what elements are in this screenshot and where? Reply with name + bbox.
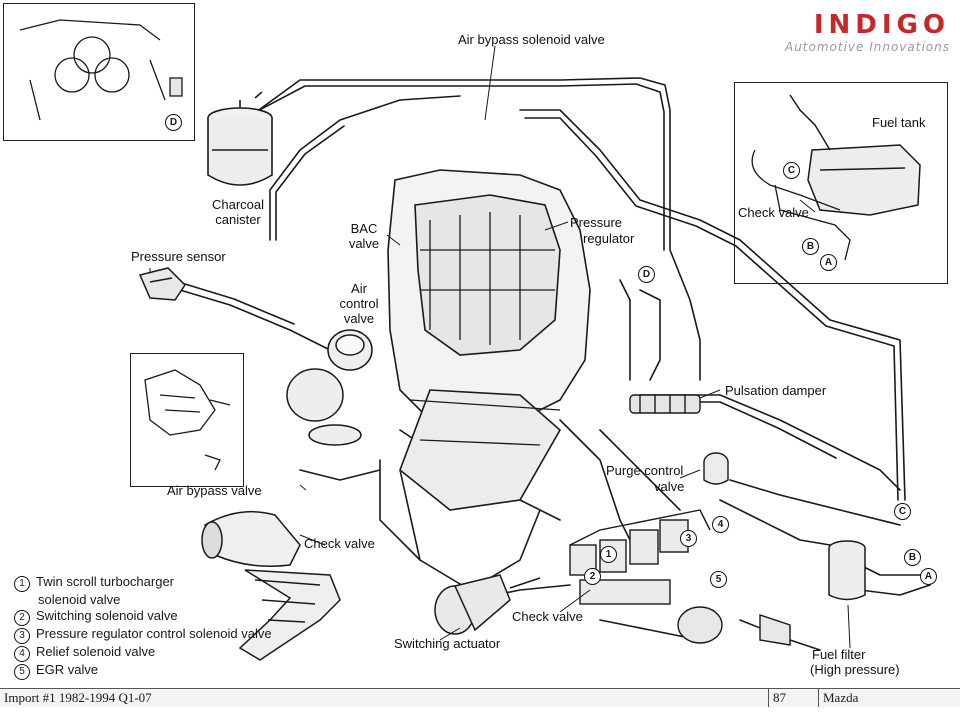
label-purge-control-valve-line2: valve xyxy=(654,479,685,494)
marker-b: B xyxy=(904,549,921,566)
label-air-bypass-solenoid-valve: Air bypass solenoid valve xyxy=(458,32,605,47)
footer-make: Mazda xyxy=(818,689,960,707)
leader-line xyxy=(439,627,461,641)
page-footer: Import #1 1982-1994 Q1-07 87 Mazda xyxy=(0,688,960,707)
brand-tagline: Automotive Innovations xyxy=(784,40,950,54)
marker-a-inset: A xyxy=(820,254,837,271)
inset-sensor-bracket-view xyxy=(130,353,244,487)
label-pulsation-damper: Pulsation damper xyxy=(725,383,827,398)
hose-line xyxy=(179,289,331,351)
regulator-part xyxy=(677,606,791,646)
leader-line xyxy=(299,534,326,546)
label-check-valve-bottom: Check valve xyxy=(512,609,583,624)
hose-line xyxy=(249,83,665,251)
hose-line xyxy=(859,584,931,596)
marker-d-inset: D xyxy=(165,114,182,131)
hose-line xyxy=(599,429,681,511)
solenoid-cluster xyxy=(569,509,711,605)
marker-a: A xyxy=(920,568,937,585)
label-check-valve-left: Check valve xyxy=(304,536,375,551)
hose-line xyxy=(184,283,295,325)
label-purge-control-valve-line1: Purge control xyxy=(606,463,684,478)
hose-line xyxy=(559,419,641,561)
vacuum-hose-diagram xyxy=(19,19,931,661)
inset-engine-bay-view xyxy=(3,3,195,141)
label-fuel-filter-line1: Fuel filter xyxy=(812,647,866,662)
footer-page-number: 87 xyxy=(768,689,819,707)
legend-item-continued: solenoid valve xyxy=(38,592,121,607)
leader-line xyxy=(699,389,721,399)
hose-line xyxy=(719,499,831,546)
leader-line xyxy=(559,589,591,613)
label-bac-valve-line2: valve xyxy=(348,236,380,251)
hose-line xyxy=(244,77,701,381)
leader-line xyxy=(847,604,851,649)
hose-line xyxy=(729,479,901,526)
leader-line xyxy=(386,234,401,246)
label-bac-valve-line1: BAC xyxy=(350,221,378,236)
leader-line xyxy=(299,484,307,491)
hose-line xyxy=(524,117,899,501)
label-charcoal-canister-line2: canister xyxy=(215,212,261,227)
label-fuel-tank: Fuel tank xyxy=(872,115,926,130)
marker-d: D xyxy=(638,266,655,283)
label-check-valve-tank: Check valve xyxy=(738,205,809,220)
air-control-valve xyxy=(286,329,373,446)
marker-3: 3 xyxy=(680,530,697,547)
marker-5: 5 xyxy=(710,571,727,588)
leader-line xyxy=(679,469,701,479)
engine-block xyxy=(387,169,591,591)
pulsation-damper-part xyxy=(629,394,701,414)
marker-1: 1 xyxy=(600,546,617,563)
inset-fuel-tank-view xyxy=(734,82,948,284)
intake-ducts xyxy=(201,510,341,661)
hose-line xyxy=(639,289,661,381)
brand-logo: INDIGO Automotive Innovations xyxy=(785,12,950,54)
leader-line xyxy=(544,221,569,231)
hose-line xyxy=(619,279,631,381)
marker-4: 4 xyxy=(712,516,729,533)
label-switching-actuator: Switching actuator xyxy=(394,636,501,651)
footer-source: Import #1 1982-1994 Q1-07 xyxy=(4,690,152,705)
marker-2: 2 xyxy=(584,568,601,585)
marker-c-inset: C xyxy=(783,162,800,179)
label-air-bypass-valve: Air bypass valve xyxy=(167,483,262,498)
hose-line xyxy=(269,95,461,241)
fuel-tank-part xyxy=(789,94,921,216)
label-pressure-sensor: Pressure sensor xyxy=(131,249,226,264)
hose-line xyxy=(519,109,906,501)
label-fuel-filter-line2: (High pressure) xyxy=(810,662,900,677)
label-pressure-regulator-line2: regulator xyxy=(583,231,635,246)
marker-b-inset: B xyxy=(802,238,819,255)
leader-line xyxy=(799,199,816,213)
hose-line xyxy=(275,125,345,241)
leader-line xyxy=(484,45,496,121)
label-air-control-valve-line3: valve xyxy=(343,311,375,326)
switching-actuator-part xyxy=(434,574,541,635)
marker-c: C xyxy=(894,503,911,520)
label-charcoal-canister-line1: Charcoal xyxy=(211,197,265,212)
label-pressure-regulator-line1: Pressure xyxy=(570,215,623,230)
label-air-control-valve-line1: Air xyxy=(351,281,367,296)
pressure-sensor xyxy=(138,267,186,301)
charcoal-canister xyxy=(207,91,273,186)
hose-line xyxy=(299,469,381,481)
label-air-control-valve-line2: control xyxy=(339,296,379,311)
brand-name: INDIGO xyxy=(813,10,950,40)
purge-control-valve-part xyxy=(703,452,729,485)
fuel-filter-part xyxy=(828,540,866,601)
hose-line xyxy=(379,459,421,561)
